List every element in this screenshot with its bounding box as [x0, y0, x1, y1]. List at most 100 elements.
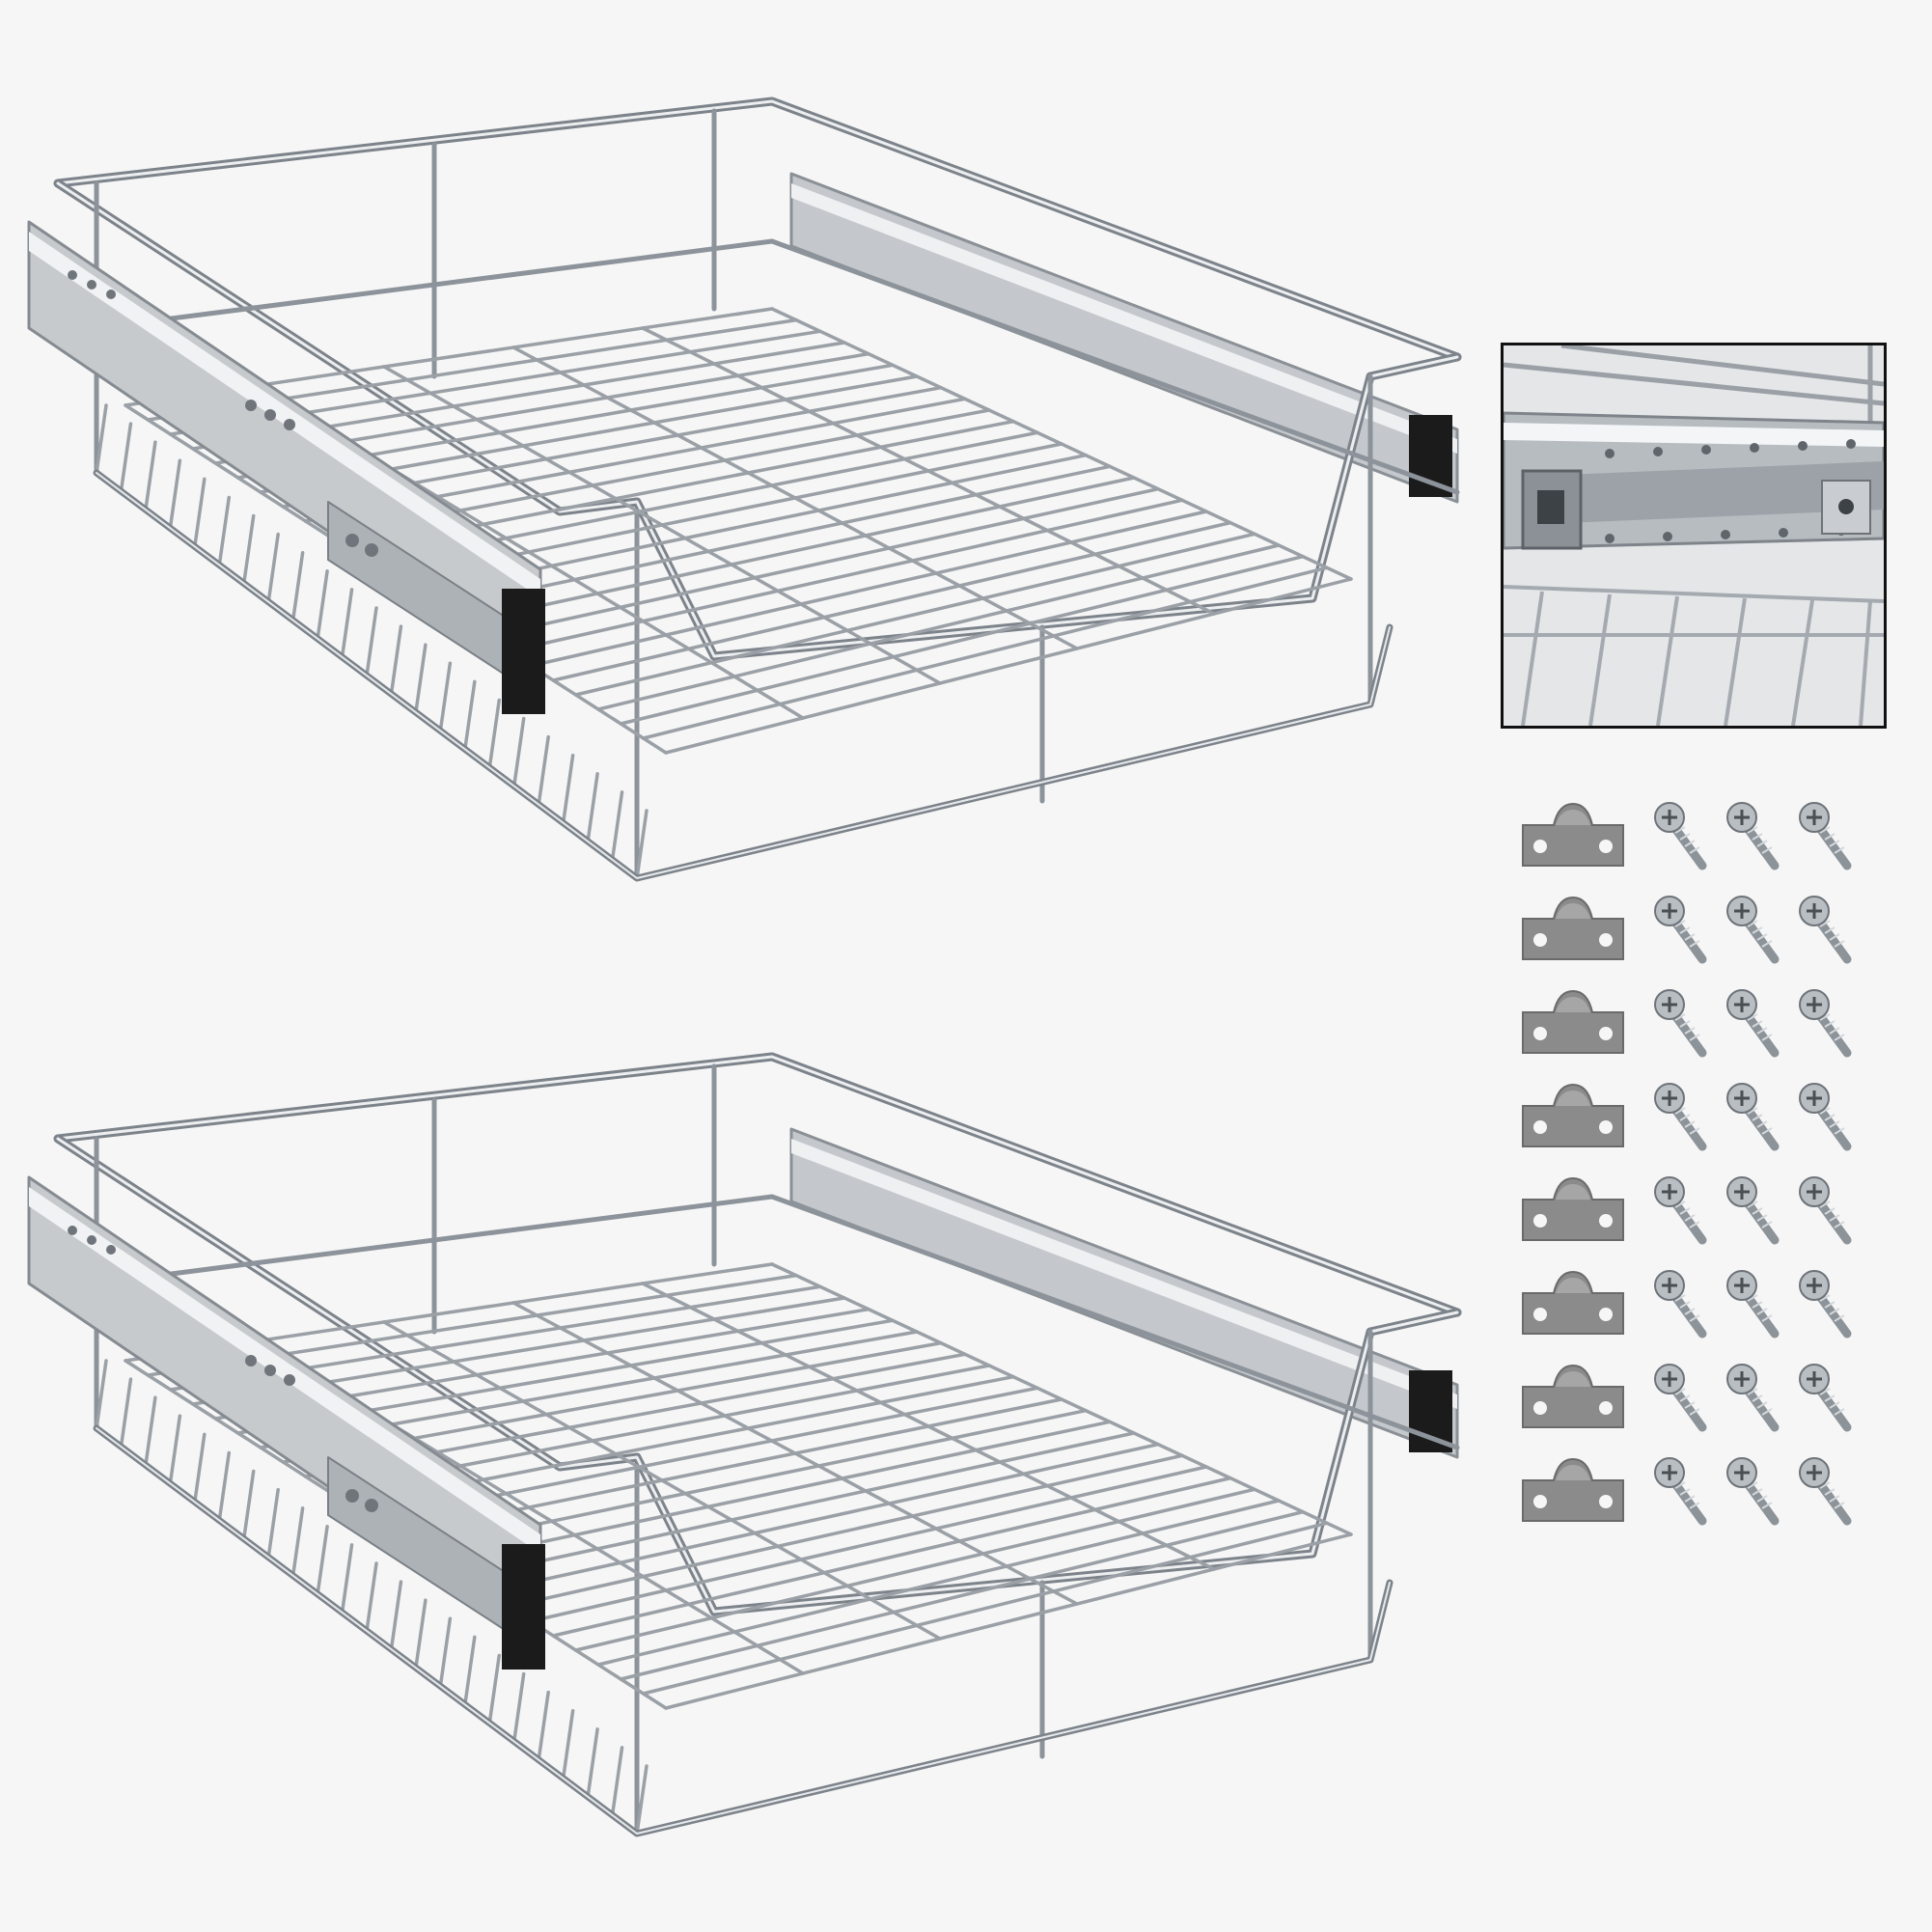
basket-wire	[483, 486, 1160, 639]
telescopic-rail-back	[789, 1127, 1459, 1459]
basket-wire	[551, 520, 1232, 682]
basket-side-wire	[438, 1616, 453, 1689]
basket-wire	[596, 1499, 1281, 1667]
screw-icon	[1650, 796, 1718, 873]
hardware-row	[1505, 1451, 1891, 1529]
wire-basket-icon	[27, 1052, 1462, 1837]
basket-wire	[506, 498, 1184, 653]
basket-side-wire	[537, 734, 550, 807]
basket-wire	[461, 476, 1136, 624]
basket-side-wire	[340, 588, 354, 659]
basket-side-wire	[561, 1708, 575, 1780]
basket-cross-wire	[511, 345, 1079, 650]
basket-side-wire	[241, 1469, 256, 1541]
basket-side-wire	[635, 809, 649, 880]
mounting-bracket-icon	[1522, 1270, 1624, 1335]
screw-icon	[1650, 1077, 1718, 1154]
screw-icon	[1723, 1264, 1790, 1341]
basket-side-wire	[119, 1377, 133, 1449]
basket-side-wire	[266, 1487, 280, 1559]
hardware-row	[1505, 796, 1891, 873]
mounting-bracket-icon	[1522, 1364, 1624, 1428]
telescopic-rail-back	[789, 172, 1459, 504]
screw-icon	[1723, 1358, 1790, 1435]
screw-icon	[1723, 983, 1790, 1061]
screw-icon	[1795, 1171, 1863, 1248]
screw-icon	[1650, 1358, 1718, 1435]
basket-side-wire	[217, 495, 232, 567]
screw-icon	[1795, 983, 1863, 1061]
basket-wire	[619, 554, 1305, 726]
basket-wire	[438, 464, 1112, 610]
basket-wire	[664, 577, 1353, 755]
basket-side-wire	[414, 643, 428, 714]
screw-icon	[1723, 796, 1790, 873]
basket-wire	[641, 566, 1329, 740]
basket-wire	[641, 1521, 1329, 1696]
mounting-bracket-icon	[1522, 989, 1624, 1054]
basket-cross-wire	[382, 365, 942, 685]
basket-side-wire	[119, 422, 133, 493]
basket-side-wire	[95, 403, 108, 475]
hardware-row	[1505, 1264, 1891, 1341]
screw-icon	[1795, 890, 1863, 967]
basket-wire	[664, 1532, 1353, 1710]
basket-wire	[506, 1453, 1184, 1609]
screw-icon	[1795, 1451, 1863, 1529]
screw-icon	[1650, 1171, 1718, 1248]
basket-side-wire	[266, 532, 280, 604]
hardware-row	[1505, 1358, 1891, 1435]
screw-icon	[1723, 1077, 1790, 1154]
mounting-bracket-icon	[1522, 802, 1624, 867]
basket-side-wire	[610, 790, 624, 862]
screw-icon	[1723, 890, 1790, 967]
basket-side-wire	[95, 1359, 108, 1430]
screw-icon	[1650, 1451, 1718, 1529]
basket-wire	[483, 1442, 1160, 1594]
basket-side-wire	[511, 1671, 526, 1744]
basket-side-wire	[365, 606, 378, 677]
basket-wire	[573, 1487, 1256, 1652]
basket-side-wire	[487, 698, 502, 770]
basket-side-wire	[168, 458, 182, 531]
rail-detail-inset	[1501, 343, 1887, 729]
screw-icon	[1795, 796, 1863, 873]
screw-icon	[1795, 1077, 1863, 1154]
basket-wire	[529, 1465, 1208, 1623]
basket-wire	[438, 1420, 1112, 1565]
wire-basket-icon	[27, 97, 1462, 882]
mounting-bracket-icon	[1522, 896, 1624, 960]
wire-basket-bottom	[27, 1052, 1462, 1837]
screw-icon	[1795, 1358, 1863, 1435]
hardware-row	[1505, 1077, 1891, 1154]
basket-side-wire	[144, 1395, 157, 1467]
basket-cross-wire	[511, 1301, 1079, 1606]
basket-wire	[573, 532, 1256, 697]
basket-side-wire	[389, 1580, 403, 1651]
basket-side-wire	[511, 716, 526, 788]
telescopic-rail-front	[27, 1175, 545, 1670]
basket-cross-wire	[641, 326, 1216, 616]
basket-wire	[596, 543, 1281, 711]
basket-wire	[619, 1509, 1305, 1681]
basket-side-wire	[290, 1505, 305, 1578]
basket-side-wire	[217, 1450, 232, 1523]
basket-side-wire	[586, 1727, 599, 1799]
hardware-row	[1505, 983, 1891, 1061]
screw-icon	[1650, 983, 1718, 1061]
mounting-hardware-set	[1505, 796, 1891, 1559]
basket-side-wire	[316, 1525, 329, 1596]
wire-basket-top	[27, 97, 1462, 882]
screw-icon	[1723, 1171, 1790, 1248]
basket-side-wire	[389, 624, 403, 696]
basket-side-wire	[365, 1561, 378, 1633]
basket-side-wire	[635, 1764, 649, 1835]
basket-side-wire	[144, 440, 157, 511]
basket-side-wire	[241, 513, 256, 586]
basket-wire	[461, 1431, 1136, 1580]
basket-side-wire	[586, 772, 599, 843]
screw-icon	[1795, 1264, 1863, 1341]
screw-icon	[1650, 1264, 1718, 1341]
hardware-row	[1505, 1171, 1891, 1248]
